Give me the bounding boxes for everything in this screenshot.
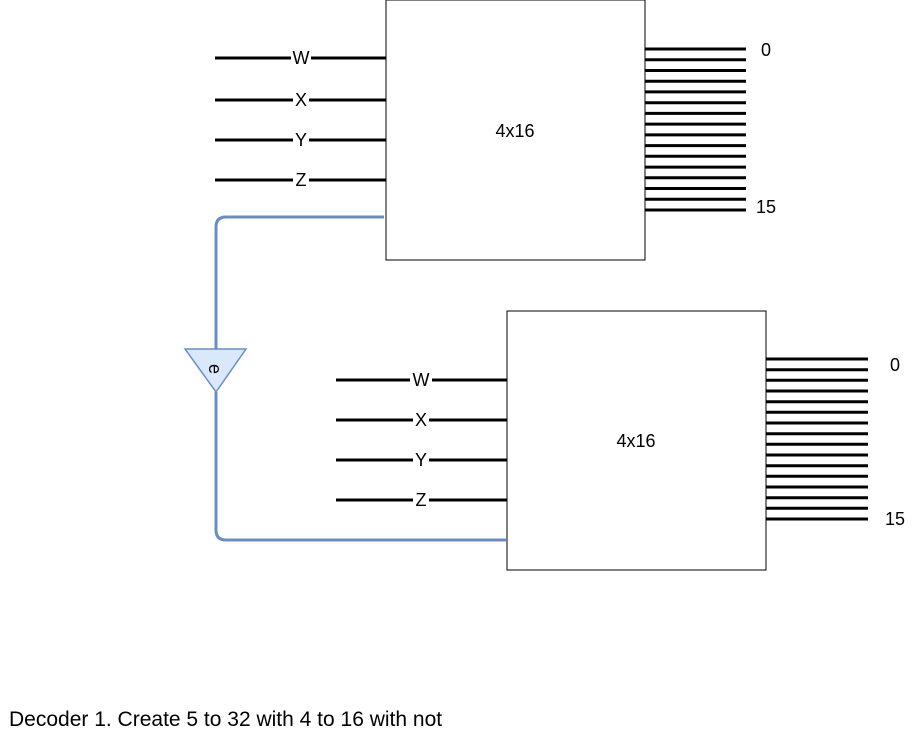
decoder-2-input-y: Y	[336, 450, 507, 470]
enable-wire-upper	[214, 215, 384, 349]
decoder-2-input-w: W	[336, 370, 507, 390]
decoder-1-box	[385, 0, 646, 261]
decoder-1-output-first-label: 0	[761, 40, 771, 60]
decoder-1-outputs	[645, 47, 746, 212]
decoder-1-input-z: Z	[215, 170, 386, 190]
decoder-1-input-x: X	[215, 90, 386, 110]
enable-wire-lower	[214, 392, 506, 542]
decoder-1: 4x16 W X Y Z	[215, 0, 776, 261]
decoder-1-input-w: W	[215, 48, 386, 68]
enable-wire: e	[183, 215, 506, 542]
caption: Decoder 1. Create 5 to 32 with 4 to 16 w…	[9, 708, 443, 731]
decoder-1-output-last-label: 15	[756, 197, 776, 217]
decoder-1-input-label-x: X	[295, 90, 307, 110]
decoder-1-input-label-z: Z	[296, 170, 307, 190]
decoder-2-output-first-label: 0	[890, 355, 900, 375]
decoder-2-box	[506, 310, 767, 571]
decoder-2-input-label-w: W	[413, 370, 430, 390]
decoder-2-input-label-y: Y	[415, 450, 427, 470]
decoder-2: 4x16 W X Y Z 0 15	[336, 310, 905, 571]
decoder-1-input-label-y: Y	[295, 130, 307, 150]
decoder-2-input-x: X	[336, 410, 507, 430]
decoder-2-output-last-label: 15	[885, 509, 905, 529]
decoder-2-outputs	[766, 357, 868, 521]
decoder-2-input-label-x: X	[415, 410, 427, 430]
inverter-symbol: e	[205, 364, 225, 374]
decoder-1-input-y: Y	[215, 130, 386, 150]
inverter-triangle	[183, 348, 248, 394]
decoder-1-input-label-w: W	[293, 48, 310, 68]
decoder-2-label: 4x16	[616, 431, 655, 451]
decoder-1-label: 4x16	[495, 121, 534, 141]
decoder-2-input-z: Z	[336, 490, 507, 510]
decoder-2-input-label-z: Z	[416, 490, 427, 510]
